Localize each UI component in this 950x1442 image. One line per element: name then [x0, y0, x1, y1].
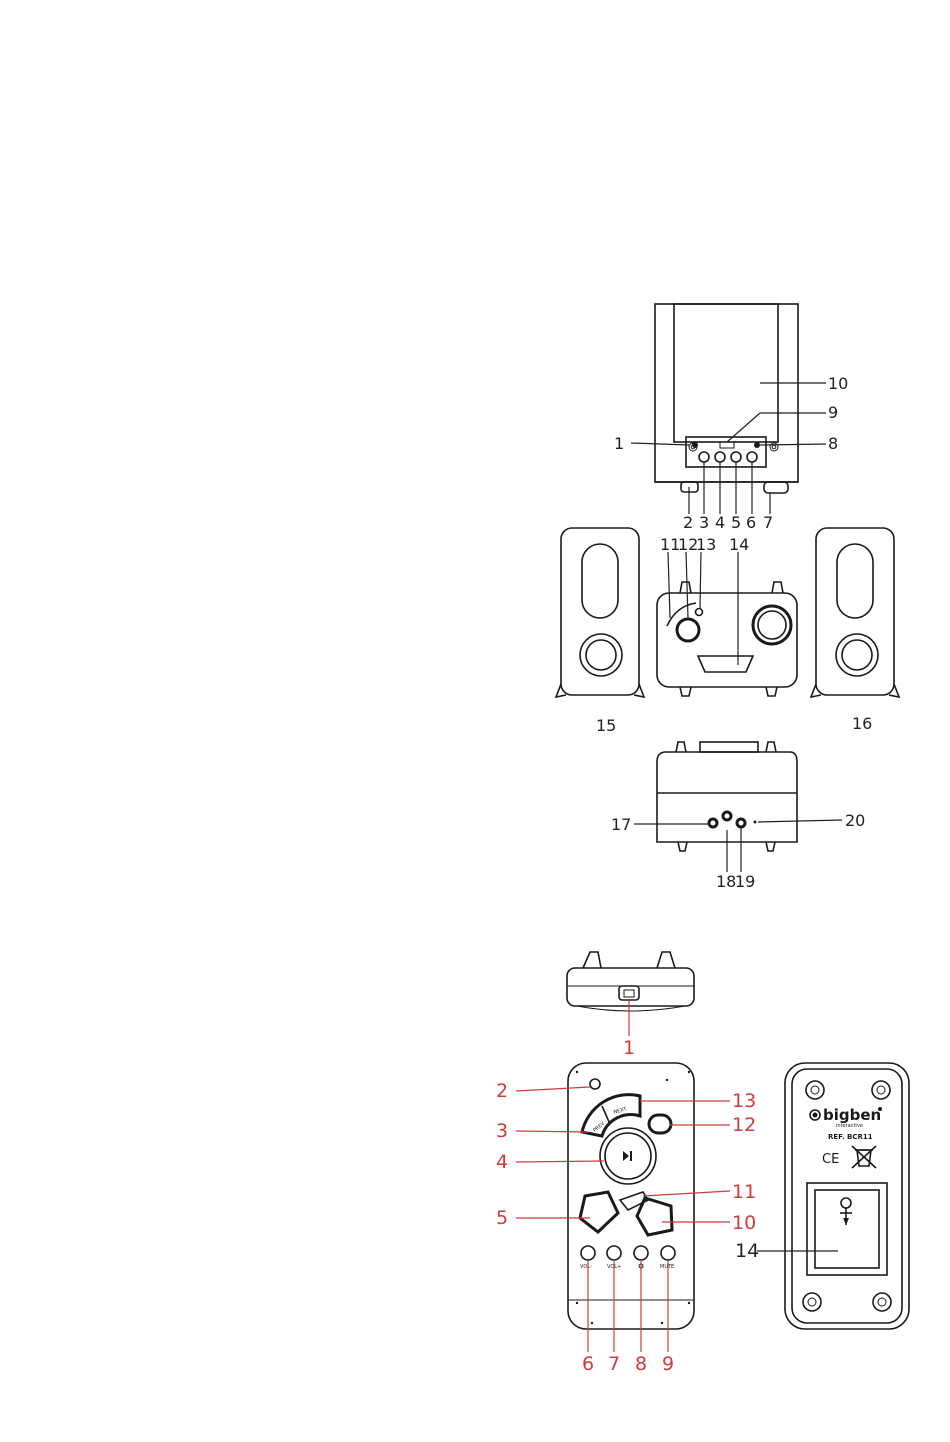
- right-satellite-speaker: [811, 528, 899, 697]
- callout-remote-14: 14: [735, 1240, 759, 1262]
- callout-16: 16: [852, 714, 872, 733]
- callout-14: 14: [729, 535, 749, 554]
- callout-9: 9: [828, 403, 838, 422]
- callout-19: 19: [735, 872, 755, 891]
- btn-label-vol-minus: VOL-: [580, 1264, 592, 1270]
- callout-remote-5: 5: [496, 1207, 508, 1229]
- callout-10: 10: [828, 374, 848, 393]
- weee-bin-icon: [852, 1146, 876, 1168]
- callout-remote-1: 1: [623, 1037, 635, 1059]
- callout-7: 7: [763, 513, 773, 532]
- left-satellite-speaker: [556, 528, 644, 697]
- callout-20: 20: [845, 811, 865, 830]
- callout-remote-10: 10: [732, 1212, 756, 1234]
- callout-17: 17: [611, 815, 631, 834]
- remote-top-callouts: 1: [623, 1000, 635, 1059]
- callout-remote-6: 6: [582, 1353, 594, 1375]
- callout-remote-2: 2: [496, 1080, 508, 1102]
- callout-2: 2: [683, 513, 693, 532]
- callout-remote-9: 9: [662, 1353, 674, 1375]
- subwoofer-front-view: [655, 304, 798, 493]
- callout-remote-8: 8: [635, 1353, 647, 1375]
- ce-mark: CE: [822, 1152, 839, 1167]
- top-unit-callouts: 11 12 13 14 15 16: [596, 535, 872, 735]
- remote-front-view: PREV NEXT VOL- VOL+ MUTE: [568, 1063, 694, 1329]
- callout-15: 15: [596, 716, 616, 735]
- callout-remote-11: 11: [732, 1181, 756, 1203]
- remote-front-callouts: 2 3 4 5 6 7 8 9 10 11 12 13: [496, 1080, 756, 1375]
- callout-remote-13: 13: [732, 1090, 756, 1112]
- callout-1: 1: [614, 434, 624, 453]
- callout-13: 13: [696, 535, 716, 554]
- callout-8: 8: [828, 434, 838, 453]
- remote-back-view: bigben interactive REF. BCR11 CE: [785, 1063, 909, 1329]
- model-reference: REF. BCR11: [828, 1133, 873, 1141]
- callout-18: 18: [716, 872, 736, 891]
- callout-remote-12: 12: [732, 1114, 756, 1136]
- callout-6: 6: [746, 513, 756, 532]
- btn-label-mute: MUTE: [660, 1264, 674, 1270]
- subwoofer-callouts: 1 2 3 4 5 6 7 8 9 10: [614, 374, 848, 532]
- callout-4: 4: [715, 513, 725, 532]
- callout-5: 5: [731, 513, 741, 532]
- remote-top-view: [567, 952, 694, 1011]
- brand-logo: bigben: [823, 1106, 881, 1124]
- callout-3: 3: [699, 513, 709, 532]
- top-control-unit: [657, 582, 797, 696]
- callout-remote-3: 3: [496, 1120, 508, 1142]
- brand-subtitle: interactive: [836, 1123, 863, 1129]
- remote-back-callouts: 14: [735, 1240, 838, 1262]
- callout-remote-7: 7: [608, 1353, 620, 1375]
- callout-remote-4: 4: [496, 1151, 508, 1173]
